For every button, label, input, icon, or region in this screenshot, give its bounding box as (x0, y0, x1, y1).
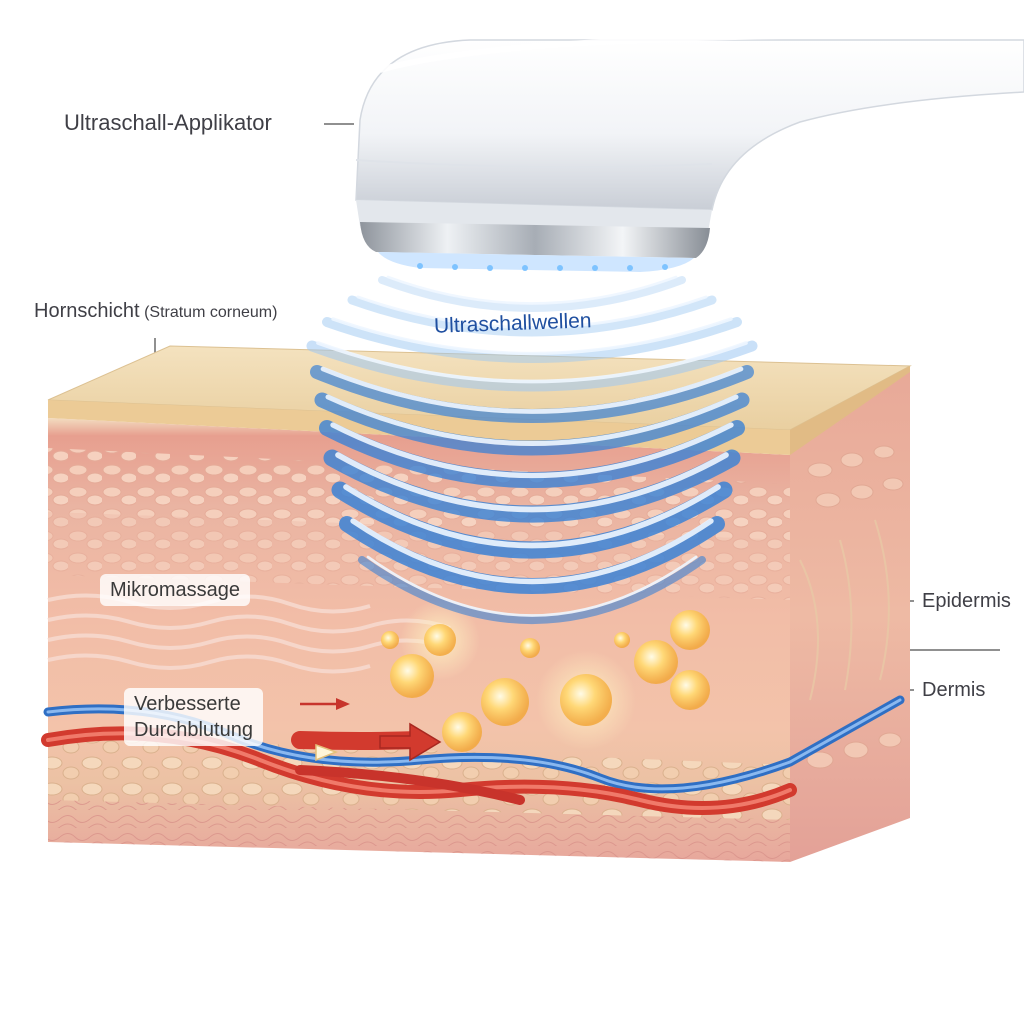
ultrasound-wave-arc (347, 295, 717, 337)
ultrasound-wave-highlight (350, 518, 714, 585)
ultrasound-wave-highlight (331, 317, 733, 356)
stratum-corneum-label: Hornschicht (Stratum corneum) (34, 300, 277, 323)
ultrasound-applicator-icon (355, 32, 1024, 272)
ultrasound-wave-arc (322, 317, 742, 363)
arrow-right-icon (300, 698, 442, 762)
ultrasound-wave-highlight (343, 484, 721, 549)
ultrasound-wave-arc (378, 276, 686, 312)
ultrasound-wave-icon (306, 275, 758, 624)
epidermis-label: Epidermis (922, 590, 1011, 612)
ultrasound-wave-arc (339, 516, 725, 594)
ultrasound-wave-highlight (335, 452, 729, 513)
ultrasound-wave-highlight (320, 366, 744, 414)
ultrasound-wave-arc (323, 449, 741, 523)
ultrasound-wave-highlight (386, 275, 678, 305)
ultrasound-wave-highlight (356, 295, 708, 329)
energy-bubble-icon (381, 600, 710, 752)
ultrasound-wave-arc (319, 420, 745, 488)
ultrasound-wave-highlight (325, 394, 739, 446)
ultrasound-wave-highlight (330, 422, 734, 479)
stratum-corneum-latin: (Stratum corneum) (144, 304, 278, 321)
ultrasound-wave-highlight (366, 555, 698, 617)
ultrasound-wave-arc (358, 556, 706, 624)
micromassage-label: Mikromassage (100, 574, 251, 606)
ultrasound-wave-arc (310, 365, 754, 423)
ultrasound-wave-arc (306, 340, 758, 392)
ultrasound-wave-arc (331, 481, 733, 559)
applicator-label: Ultraschall-Applikator (64, 110, 272, 135)
ultrasound-wave-highlight (316, 341, 748, 384)
stratum-corneum-main: Hornschicht (34, 300, 140, 322)
circulation-label: Verbesserte Durchblutung (124, 688, 263, 746)
circulation-label-line1: Verbesserte (134, 693, 241, 715)
circulation-label-line2: Durchblutung (134, 719, 253, 741)
ultrasound-wave-arc (314, 392, 750, 456)
dermis-label: Dermis (922, 679, 986, 701)
